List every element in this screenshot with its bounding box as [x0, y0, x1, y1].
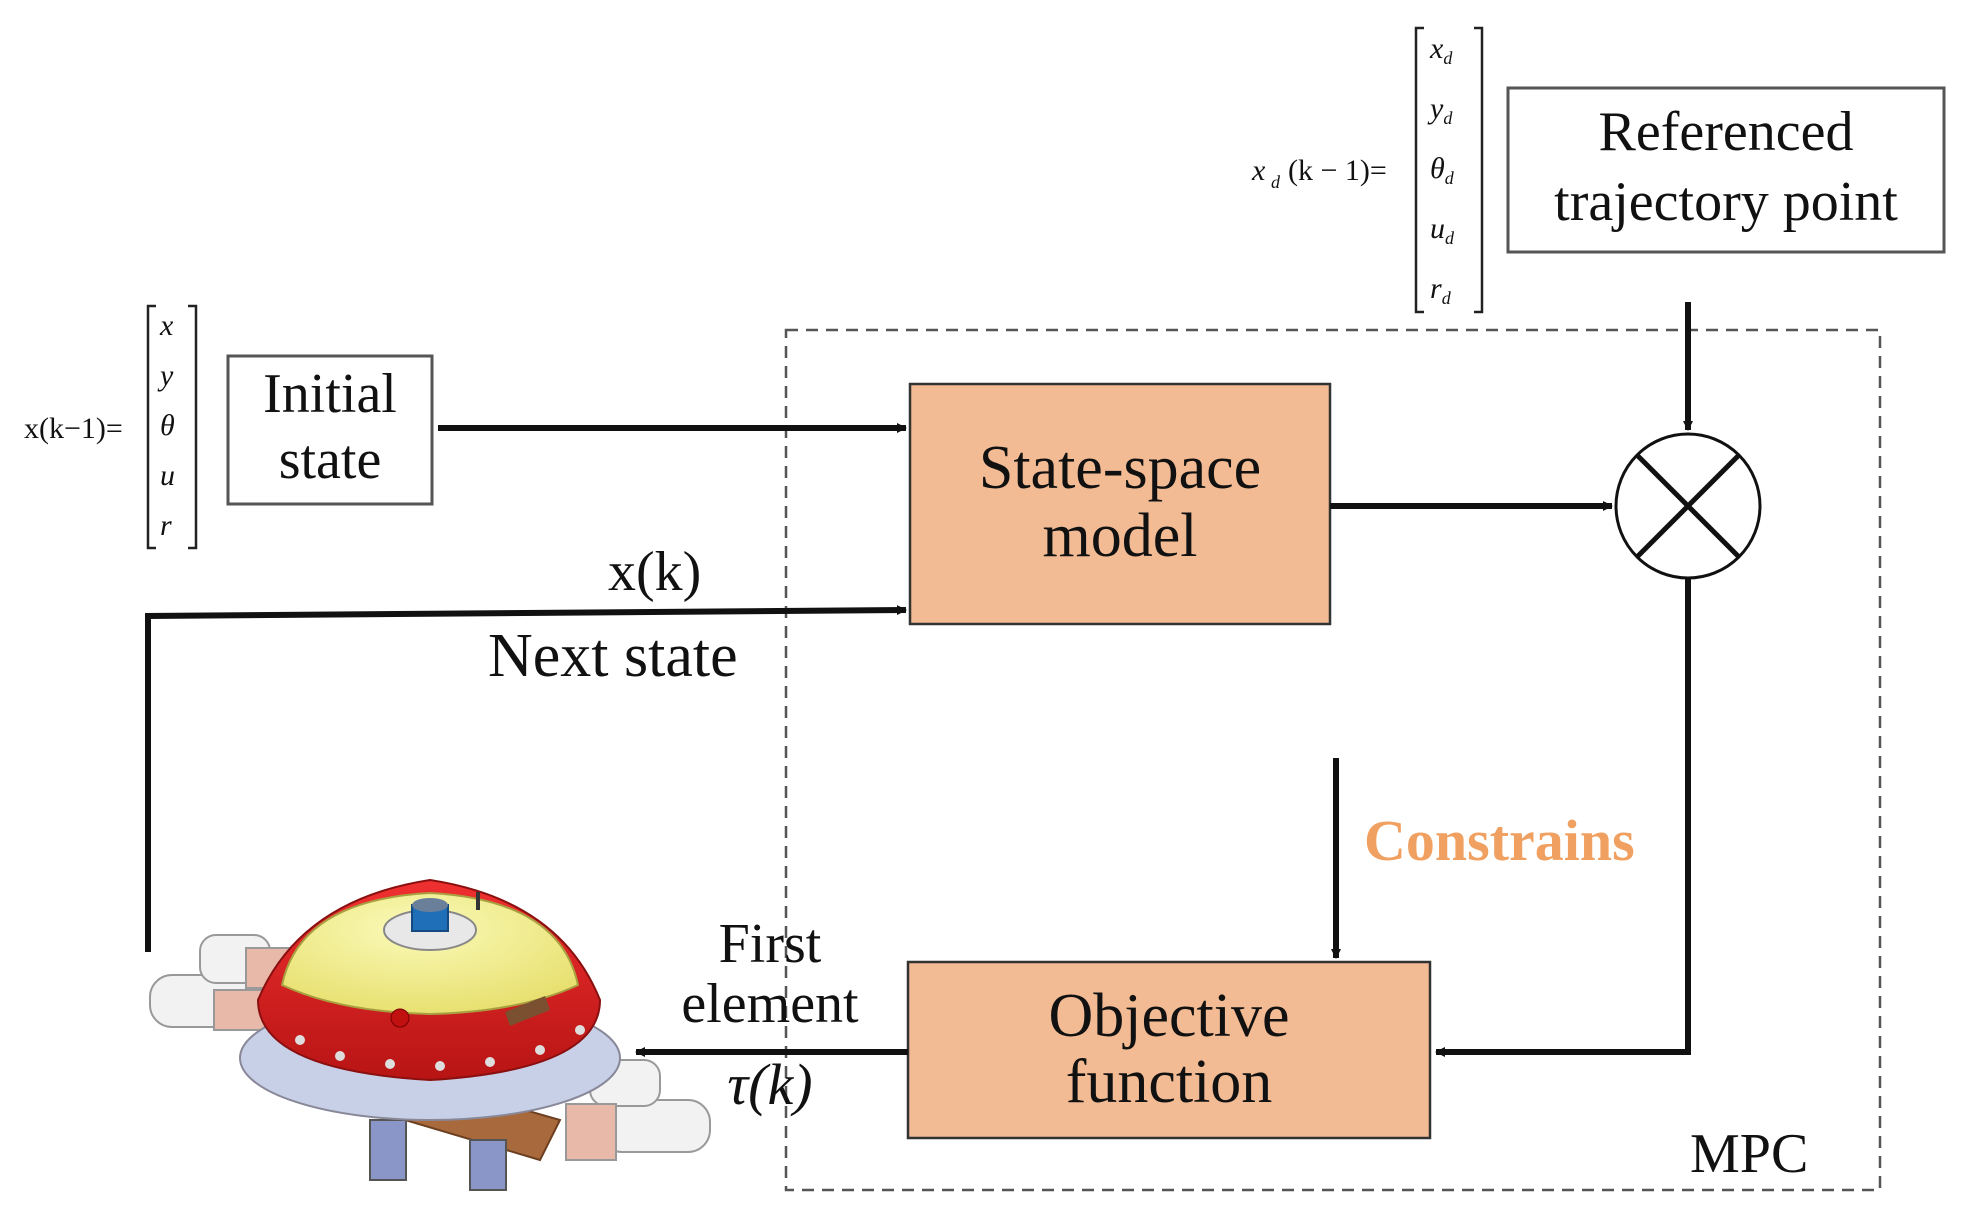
- output-line1: First: [719, 913, 822, 975]
- svg-text:u: u: [160, 459, 175, 492]
- state-space-line1: State-space: [979, 434, 1261, 502]
- objective-function-box: Objective function: [906, 960, 1432, 1140]
- initial-state-box: Initial state: [226, 354, 434, 506]
- reference-line1: Referenced: [1599, 101, 1854, 163]
- initial-vector: x(k−1)= x y θ u r: [24, 304, 198, 550]
- objective-line2: function: [1066, 1048, 1273, 1116]
- svg-text:x: x: [159, 309, 174, 342]
- feedback-signal: x(k): [608, 541, 701, 603]
- svg-text:ud: ud: [1430, 212, 1455, 248]
- state-space-model-box: State-space model: [908, 382, 1332, 626]
- comparator-icon: [1614, 432, 1762, 580]
- mpc-boundary: [784, 328, 1882, 1192]
- reference-vector-prefix: x: [1251, 154, 1266, 187]
- svg-text:r: r: [160, 509, 172, 542]
- svg-text:yd: yd: [1427, 92, 1453, 128]
- arrow-feedback-to-model: [145, 605, 907, 952]
- reference-vector: x d (k − 1)= xd yd θd ud rd: [1251, 26, 1484, 314]
- arrow-comparator-to-objective: [1435, 578, 1691, 1057]
- svg-text:θ: θ: [160, 409, 175, 442]
- reference-trajectory-box: Referenced trajectory point: [1506, 86, 1946, 254]
- svg-text:xd: xd: [1429, 32, 1453, 68]
- initial-line1: Initial: [263, 363, 397, 425]
- underwater-robot-icon: [149, 878, 711, 1191]
- svg-text:rd: rd: [1430, 272, 1452, 308]
- initial-line2: state: [279, 429, 382, 491]
- objective-line1: Objective: [1048, 982, 1289, 1050]
- reference-vector-argument: (k − 1)=: [1288, 154, 1387, 187]
- initial-vector-label: x(k−1)=: [24, 412, 123, 445]
- output-line2: element: [681, 973, 859, 1035]
- mpc-label: MPC: [1690, 1123, 1808, 1185]
- feedback-label: Next state: [488, 622, 738, 690]
- svg-text:θd: θd: [1430, 152, 1455, 188]
- reference-line2: trajectory point: [1554, 171, 1898, 233]
- constraints-label: Constrains: [1364, 808, 1635, 873]
- state-space-line2: model: [1043, 502, 1198, 570]
- reference-vector-subscript: d: [1271, 172, 1281, 192]
- svg-text:y: y: [157, 359, 174, 392]
- output-signal: τ(k): [727, 1052, 812, 1117]
